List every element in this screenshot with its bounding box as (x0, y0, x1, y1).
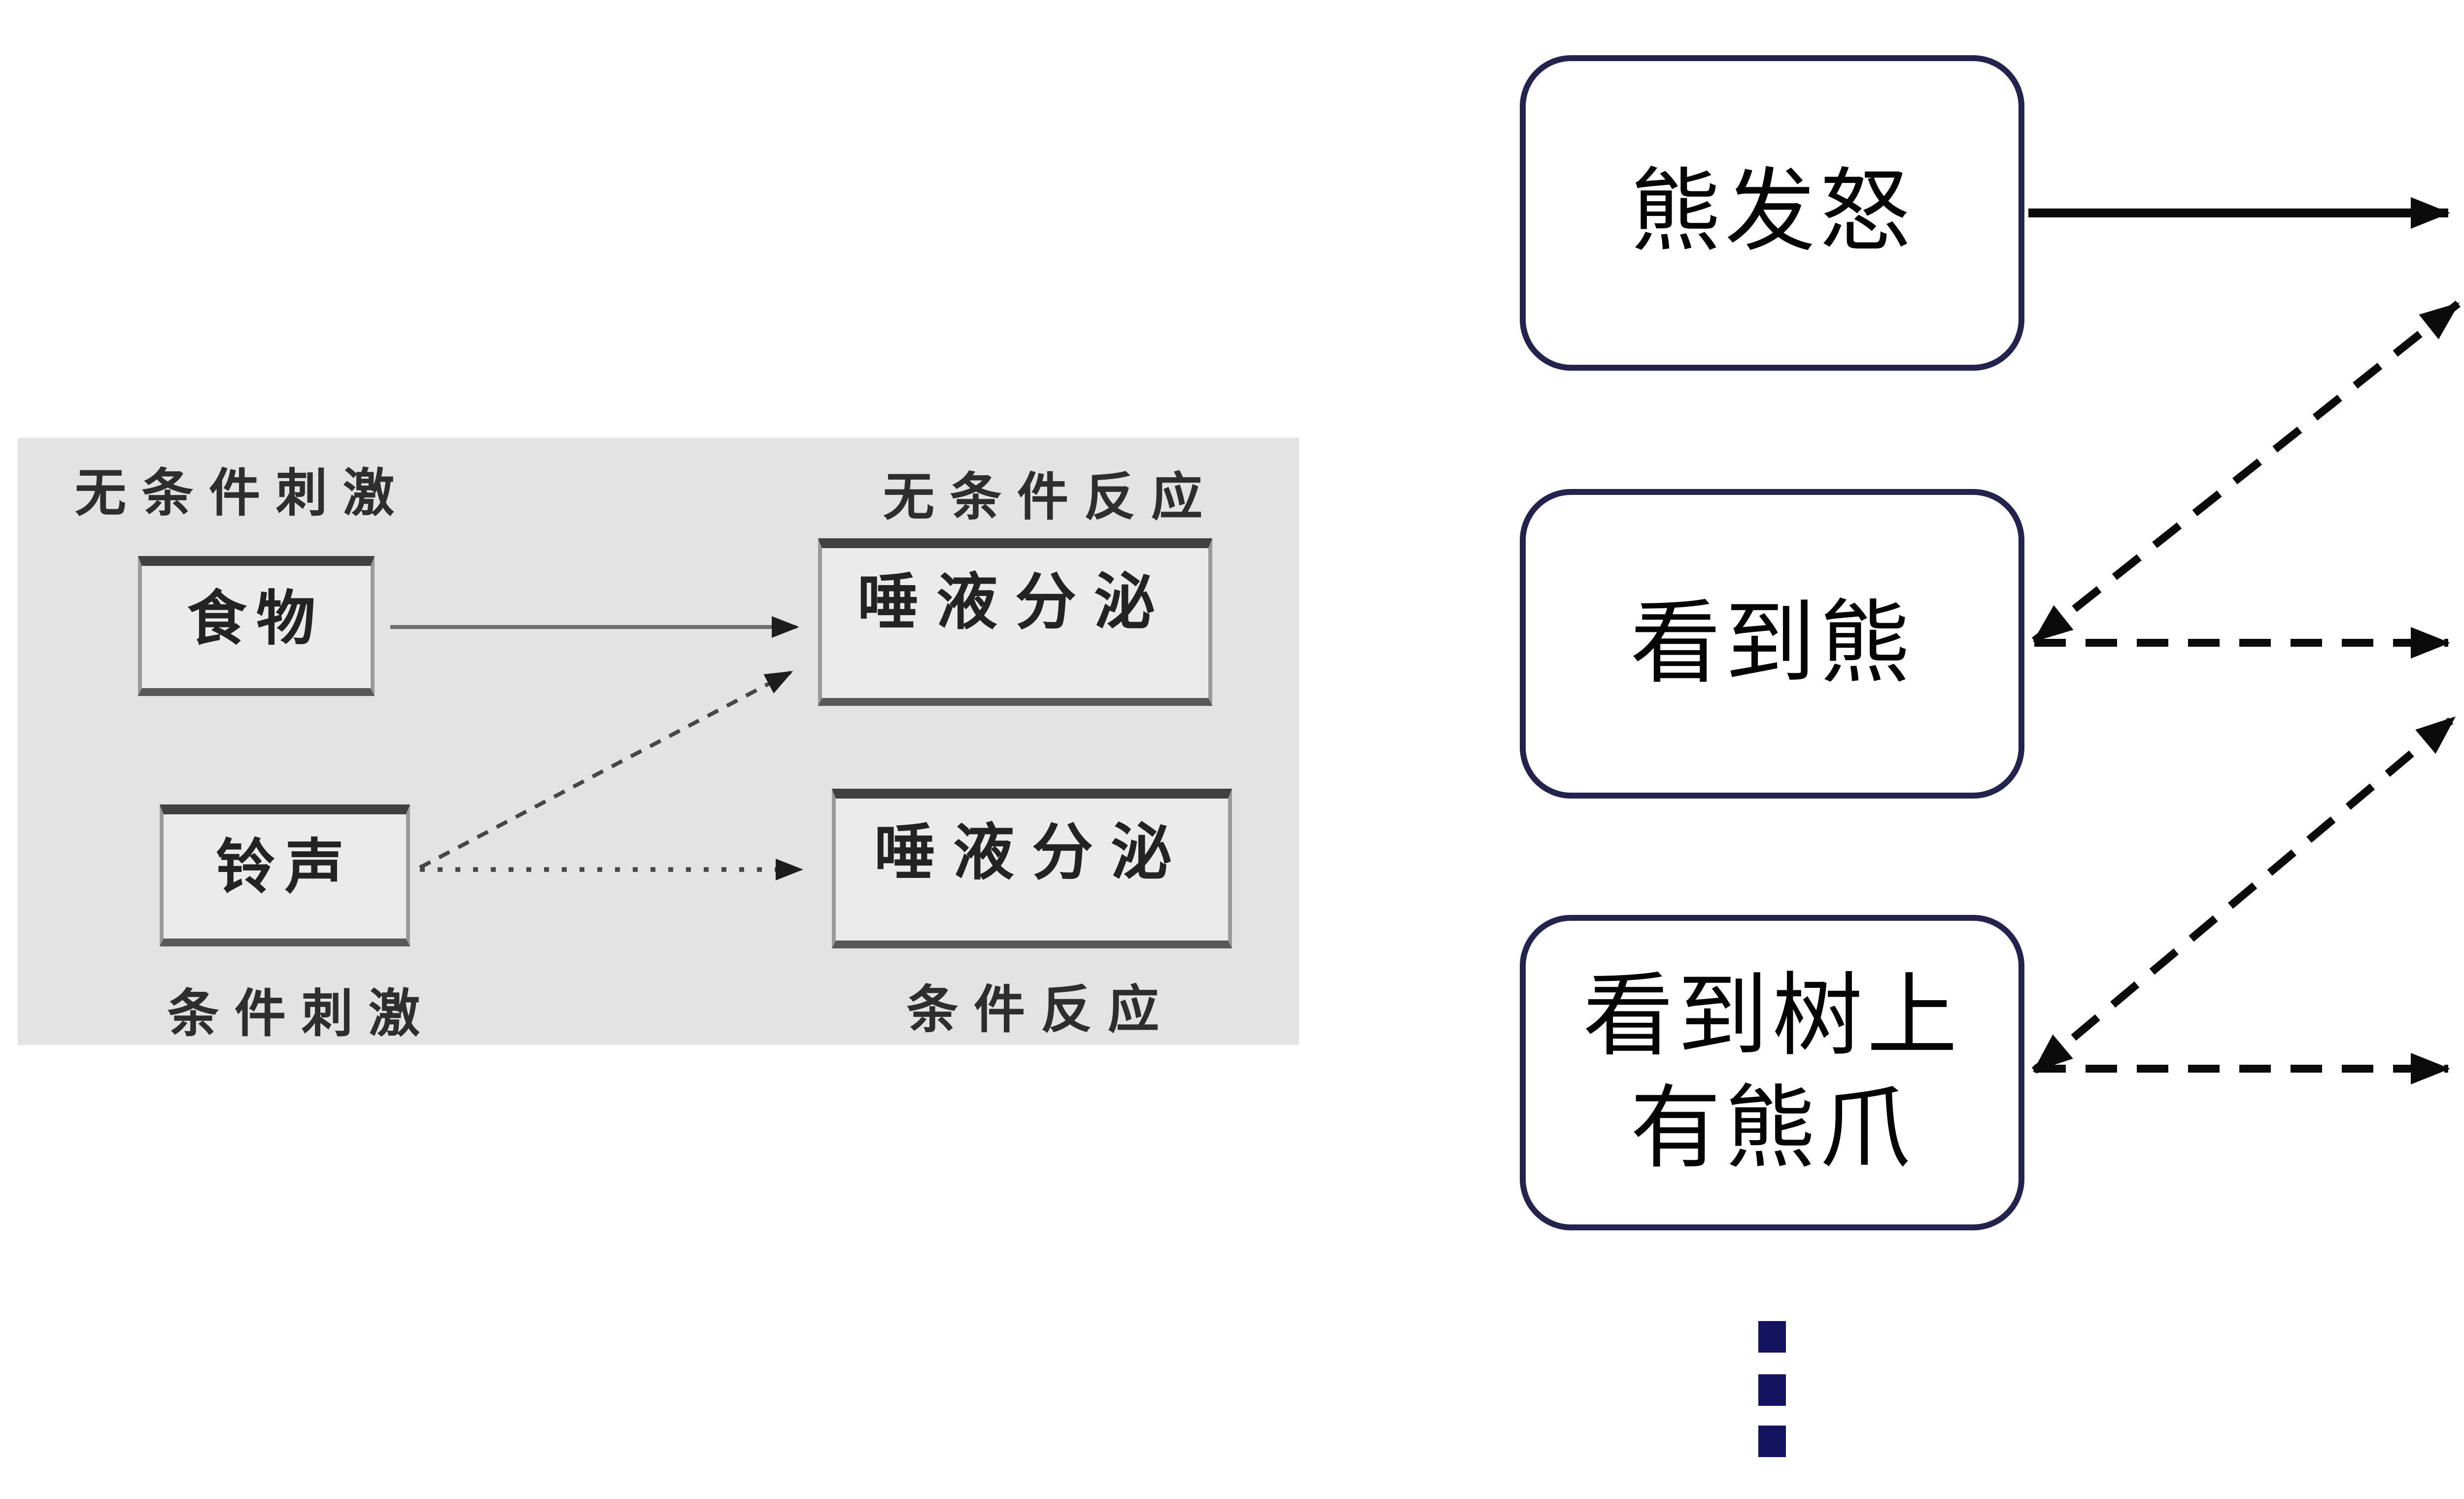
label-unconditioned-response: 无条件反应 (883, 467, 1219, 526)
box-bell: 铃声 (160, 804, 410, 946)
label-conditioned-stimulus: 条件刺激 (168, 984, 436, 1043)
box-food-label: 食物 (187, 588, 325, 653)
box-see-bear: 看到熊 (1520, 489, 2024, 799)
box-see-bear-label: 看到熊 (1630, 593, 1914, 694)
arrow-see-claw-value-next-dashed-bidirectional (2031, 714, 2457, 1074)
box-bear-rage-label: 熊发怒 (1630, 162, 1914, 263)
box-see-claw-label: 看到树上 有熊爪 (1583, 965, 1961, 1179)
box-bear-rage: 熊发怒 (1520, 55, 2024, 371)
box-see-claw: 看到树上 有熊爪 (1520, 915, 2024, 1230)
classical-conditioning-panel: 无条件刺激 无条件反应 食物 唾液分泌 铃声 唾液分泌 条件刺激 条件反应 (18, 438, 1299, 1045)
label-conditioned-response: 条件反应 (907, 980, 1175, 1039)
box-salivation-conditioned: 唾液分泌 (832, 789, 1232, 948)
arrow-see-bear-reward-dashed-bidirectional (2032, 300, 2461, 644)
box-food: 食物 (138, 556, 375, 696)
box-salivation-unconditioned-label: 唾液分泌 (857, 568, 1173, 637)
box-salivation-unconditioned: 唾液分泌 (818, 538, 1212, 706)
ellipsis-left-dots (1758, 1321, 1786, 1457)
label-unconditioned-stimulus: 无条件刺激 (75, 463, 411, 523)
box-salivation-conditioned-label: 唾液分泌 (874, 818, 1190, 887)
box-bell-label: 铃声 (216, 836, 354, 901)
